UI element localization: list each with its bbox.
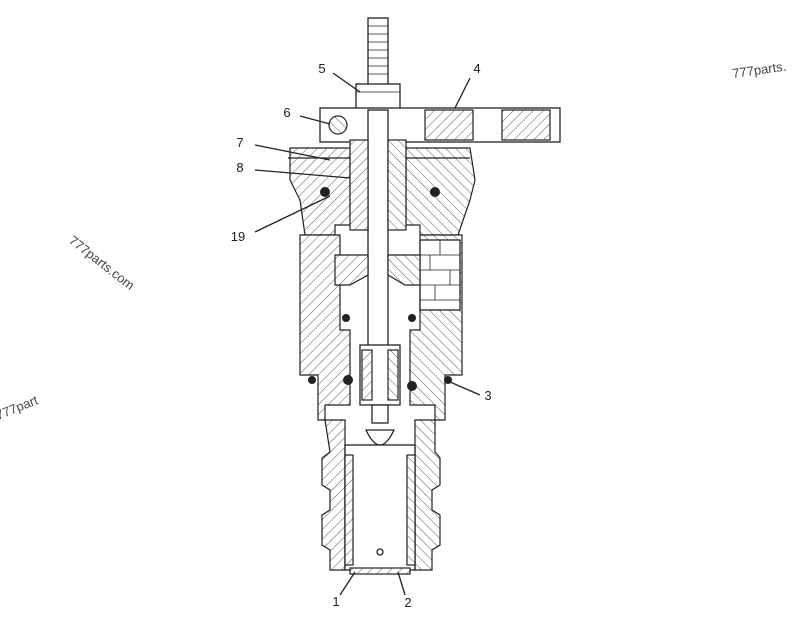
threaded-stem (367, 17, 389, 89)
callout-1: 1 (332, 594, 339, 609)
main-body (299, 234, 463, 421)
callout-4: 4 (473, 61, 480, 76)
watermark-top-right: 777parts. (731, 59, 787, 81)
callout-3: 3 (484, 388, 491, 403)
central-shaft (349, 109, 407, 351)
lower-sleeve (321, 419, 441, 575)
watermark-left-mid: 777parts.com (66, 233, 137, 293)
nut (355, 83, 401, 111)
callout-2: 2 (404, 595, 411, 610)
callout-8: 8 (236, 160, 243, 175)
watermark-left-low: 777part (0, 392, 40, 423)
leader-lines (254, 72, 481, 596)
callout-7: 7 (236, 135, 243, 150)
callout-6: 6 (283, 105, 290, 120)
spring-cartridge (343, 344, 417, 446)
bracket-plate (319, 107, 561, 143)
callout-labels: 5 4 6 7 8 19 3 1 2 (231, 61, 492, 610)
callout-19: 19 (231, 229, 245, 244)
callout-5: 5 (318, 61, 325, 76)
